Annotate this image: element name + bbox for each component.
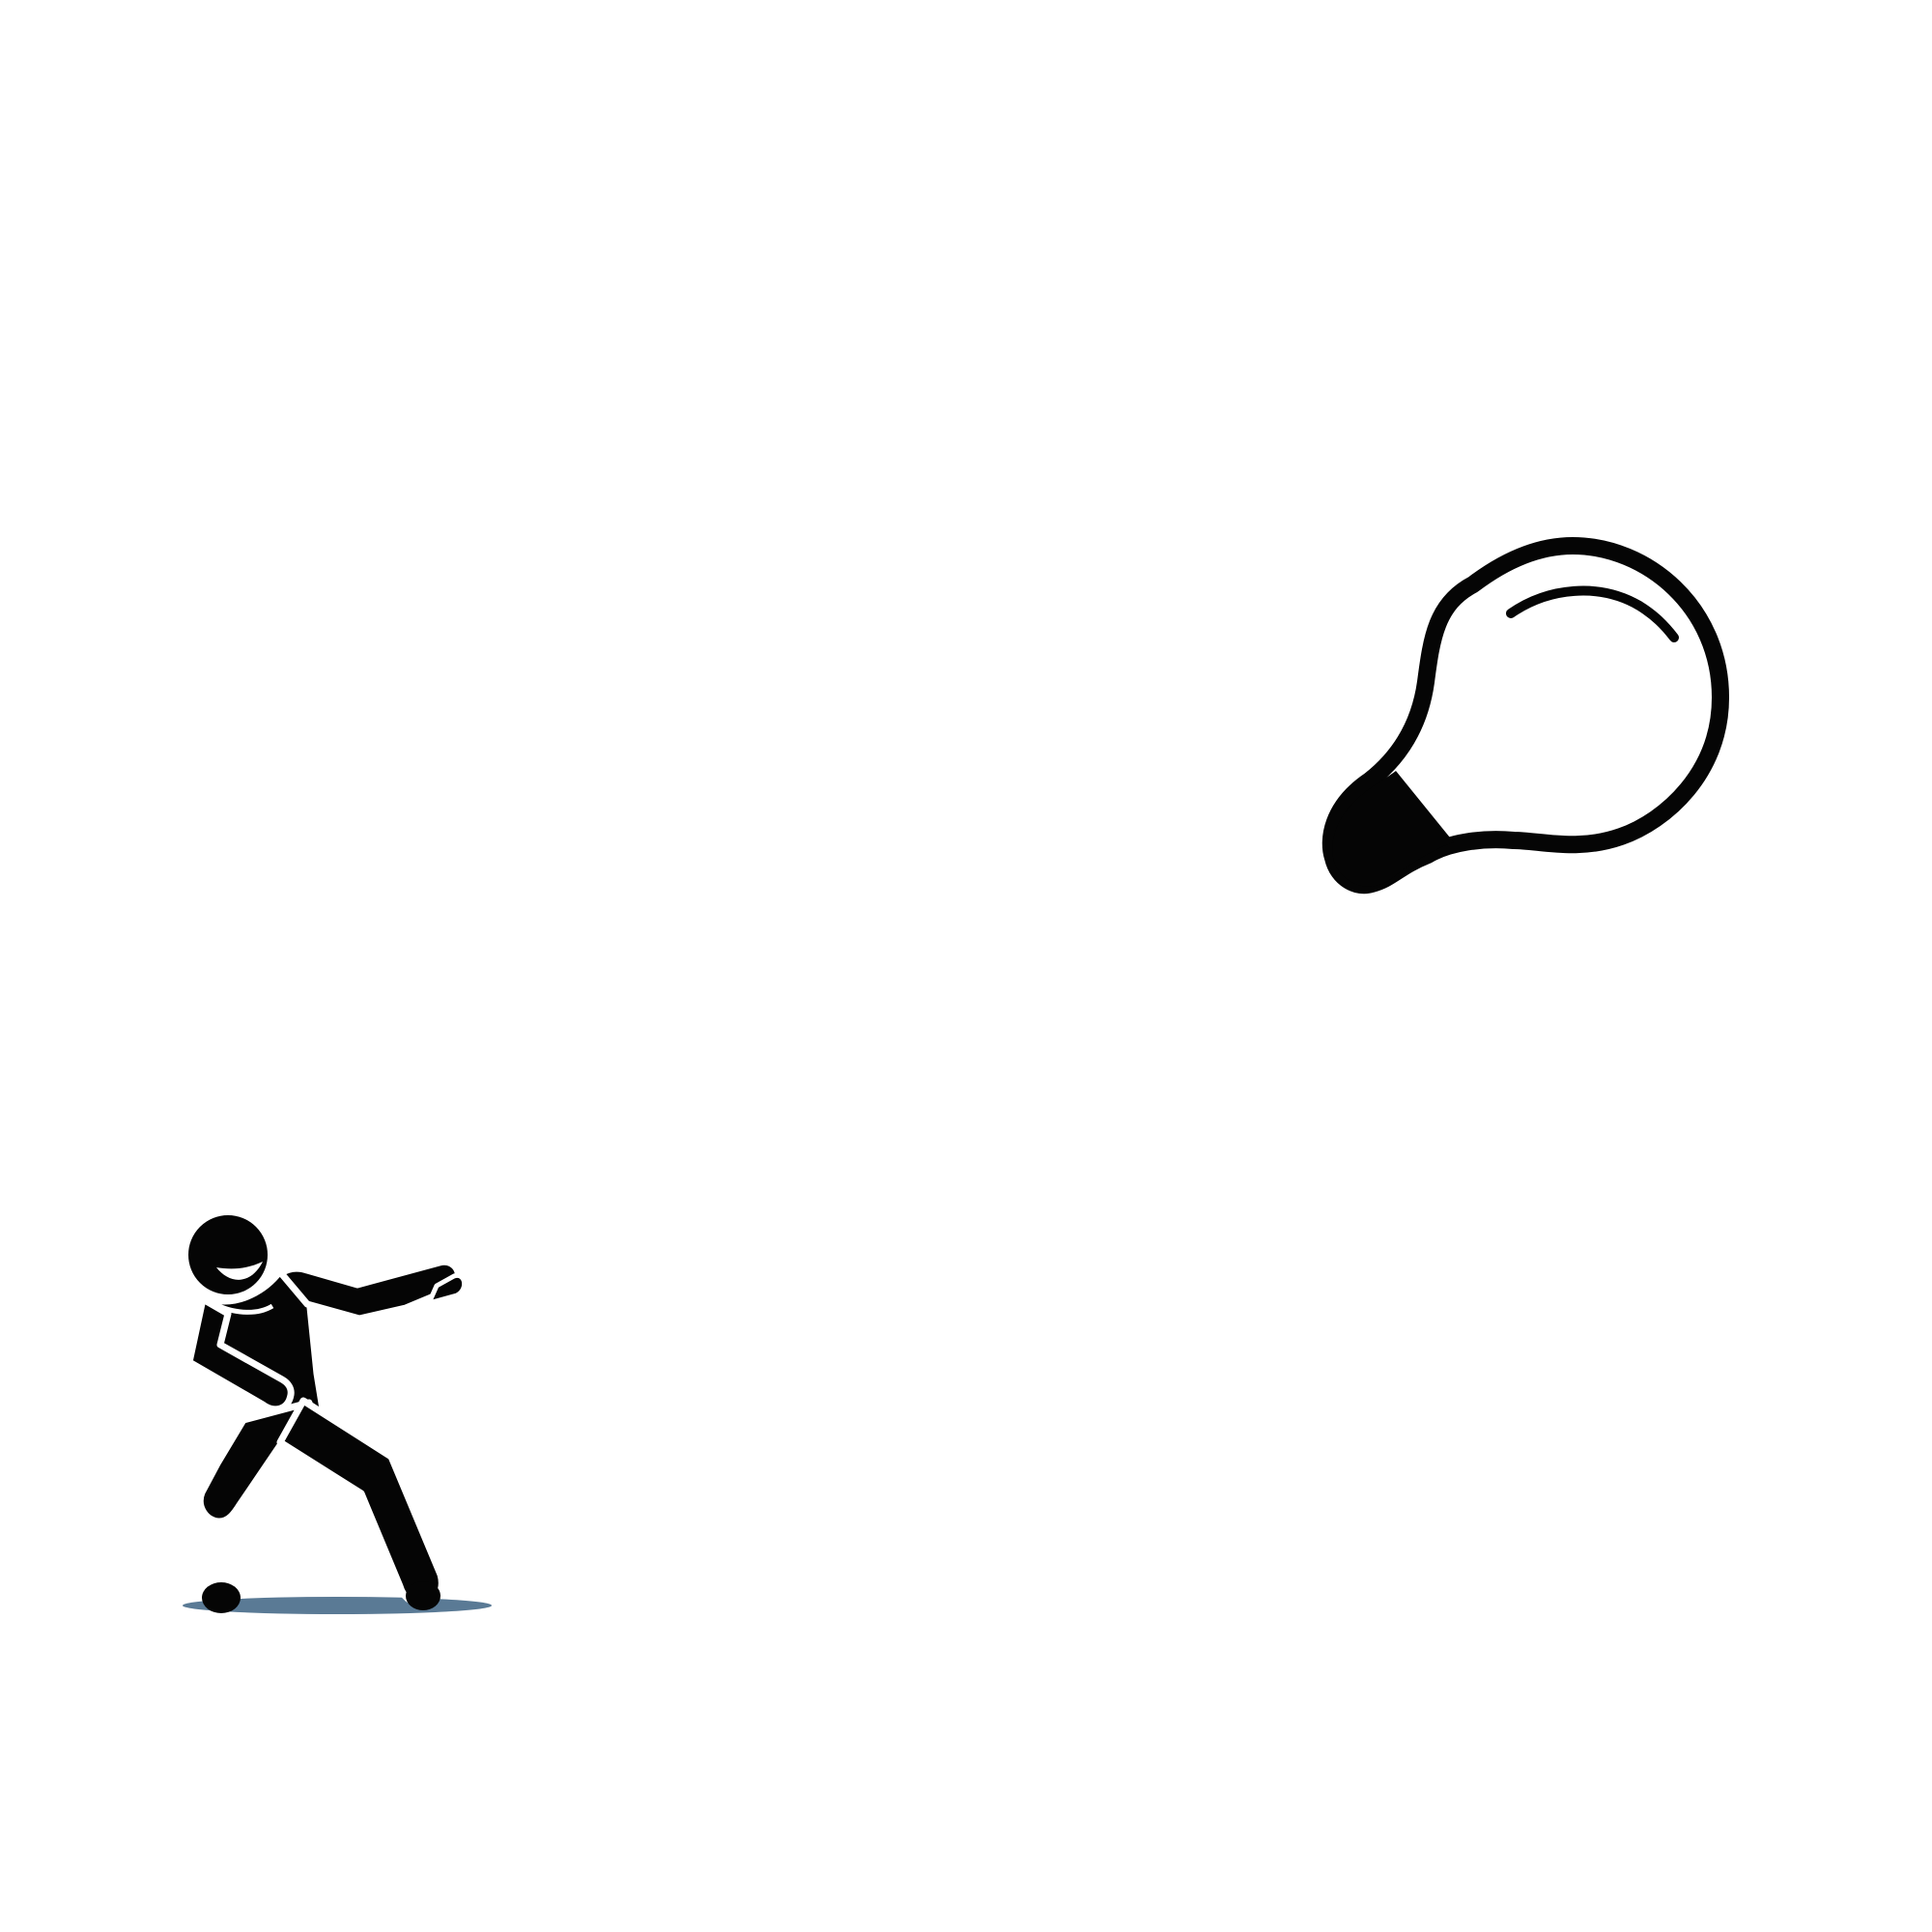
- figure-smile: [216, 1262, 263, 1280]
- figure-pointing-hand: [426, 1272, 467, 1306]
- bulb-base: [1332, 771, 1454, 887]
- bulb-highlight: [1506, 585, 1679, 642]
- figure-right-leg: [276, 1397, 445, 1607]
- light-bulb-icon: [1321, 537, 1729, 895]
- figure-body-outline: [211, 1299, 274, 1315]
- figure-rear-arm: [185, 1295, 295, 1413]
- figure-left-foot: [202, 1582, 241, 1613]
- figure-right-foot: [406, 1581, 440, 1610]
- figure-head: [183, 1209, 273, 1300]
- stick-figure-pointing-icon: [183, 1209, 467, 1613]
